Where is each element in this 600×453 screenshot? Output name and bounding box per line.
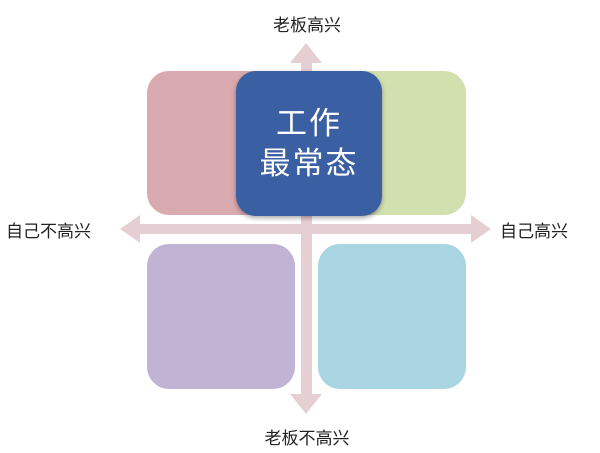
arrowhead-right-icon (471, 215, 491, 243)
center-box: 工作 最常态 (236, 71, 382, 216)
axis-label-right: 自己高兴 (500, 222, 568, 242)
center-text-line-2: 最常态 (259, 145, 359, 182)
quadrant-bottom-left (147, 244, 295, 389)
center-text-line-1: 工作 (276, 105, 342, 142)
arrowhead-up-icon (290, 43, 322, 63)
axis-label-left: 自己不高兴 (6, 222, 91, 242)
quadrant-bottom-right (318, 244, 466, 389)
axis-label-top: 老板高兴 (273, 16, 341, 36)
axis-label-bottom: 老板不高兴 (264, 429, 350, 449)
arrowhead-left-icon (120, 215, 140, 243)
arrowhead-down-icon (290, 394, 322, 414)
horizontal-axis (120, 215, 491, 243)
